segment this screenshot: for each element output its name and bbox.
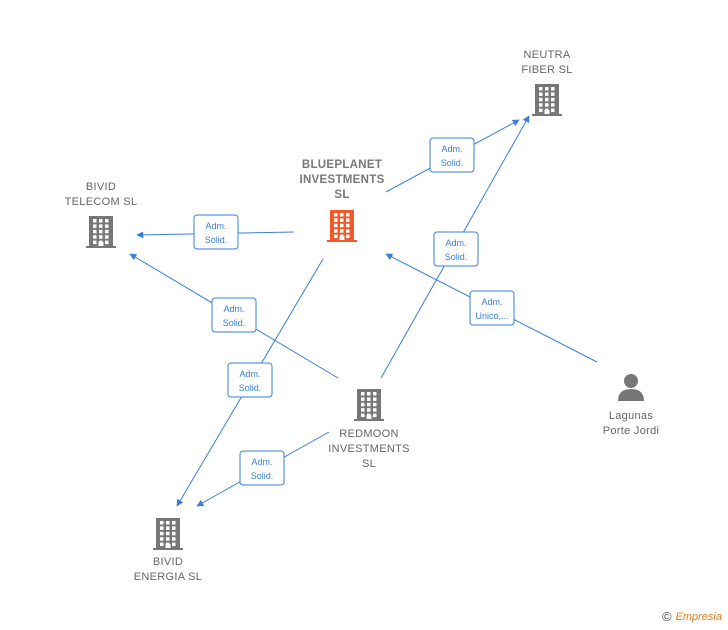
edge-label-text: Adm. (445, 238, 466, 248)
edge-blueplanet-to-neutra[interactable]: Adm. Solid. (385, 119, 520, 193)
node-blueplanet[interactable]: BLUEPLANET INVESTMENTS SL (299, 159, 384, 242)
edge-label-box[interactable] (433, 231, 479, 267)
brand-name: Empresia (675, 610, 722, 623)
edge-redmoon-to-bivid_energia[interactable]: Adm. Solid. (196, 431, 330, 507)
edge-label-box[interactable] (239, 450, 285, 486)
edge-blueplanet-to-bivid_telecom[interactable]: Adm. Solid. (136, 214, 295, 250)
edge-lagunas-to-blueplanet[interactable]: Adm. Unico,... (385, 253, 598, 363)
node-label: TELECOM SL (65, 196, 138, 208)
node-label: INVESTMENTS (299, 174, 384, 186)
edge-label-box[interactable] (429, 137, 475, 173)
node-label: Porte Jordi (603, 425, 660, 437)
edge-label-text: Solid. (441, 158, 464, 168)
node-neutra[interactable]: NEUTRA FIBER SL (521, 49, 572, 116)
node-label: SL (362, 458, 376, 470)
building-icon (86, 216, 116, 248)
node-label: FIBER SL (521, 64, 572, 76)
building-icon (153, 518, 183, 550)
node-label: Lagunas (609, 410, 654, 422)
person-icon (618, 374, 644, 401)
node-label: BIVID (86, 181, 116, 193)
node-bivid_energia[interactable]: BIVID ENERGIA SL (134, 518, 202, 583)
edge-label-box[interactable] (193, 214, 239, 250)
node-label: BIVID (153, 556, 183, 568)
edge-label-text: Adm. (239, 369, 260, 379)
edge-blueplanet-to-bivid_energia[interactable]: Adm. Solid. (176, 258, 324, 507)
node-redmoon[interactable]: REDMOON INVESTMENTS SL (328, 389, 410, 470)
node-label: NEUTRA (523, 49, 570, 61)
edge-label-text: Solid. (223, 318, 246, 328)
brand-watermark: © Empresia (662, 609, 722, 624)
edge-redmoon-to-bivid_telecom[interactable]: Adm. Solid. (129, 253, 339, 379)
node-label: REDMOON (339, 428, 399, 440)
edge-label-text: Adm. (251, 457, 272, 467)
edge-label-text: Solid. (251, 471, 274, 481)
edge-label-box[interactable] (469, 290, 515, 326)
edge-label-text: Adm. (205, 221, 226, 231)
node-label: BLUEPLANET (302, 159, 382, 171)
edge-label-text: Solid. (445, 252, 468, 262)
edge-label-text: Unico,... (475, 311, 508, 321)
building-icon (532, 84, 562, 116)
building-icon (327, 210, 357, 242)
edge-label-text: Adm. (223, 304, 244, 314)
edge-label-text: Solid. (239, 383, 262, 393)
edge-label-text: Adm. (481, 297, 502, 307)
edge-label-box[interactable] (227, 362, 273, 398)
edge-redmoon-to-neutra[interactable]: Adm. Solid. (380, 115, 530, 379)
copyright-icon: © (661, 609, 672, 624)
node-bivid_telecom[interactable]: BIVID TELECOM SL (65, 181, 138, 248)
edge-label-box[interactable] (211, 297, 257, 333)
edge-label-text: Adm. (441, 144, 462, 154)
edge-label-text: Solid. (205, 235, 228, 245)
building-icon (354, 389, 384, 421)
node-label: ENERGIA SL (134, 571, 202, 583)
node-label: SL (334, 189, 349, 201)
node-label: INVESTMENTS (328, 443, 410, 455)
